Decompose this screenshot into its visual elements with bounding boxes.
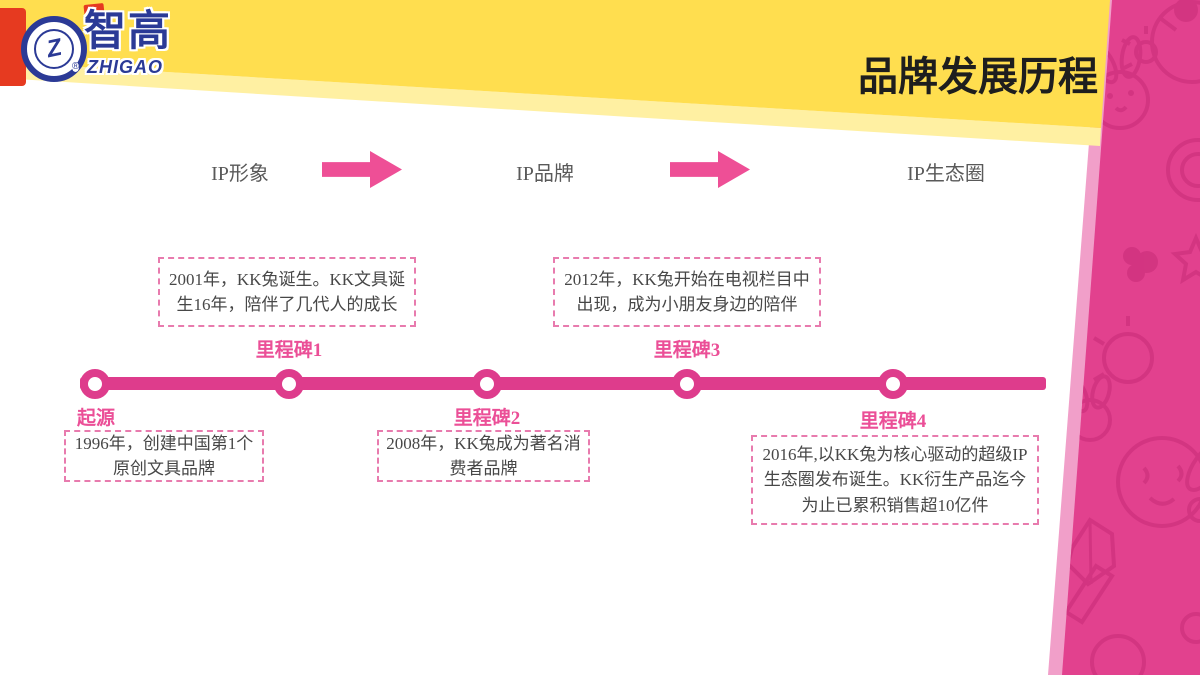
timeline-label-milestone2: 里程碑2: [453, 408, 521, 429]
timeline-desc-milestone1: 2001年，KK兔诞生。KK文具诞生16年，陪伴了几代人的成长: [158, 257, 416, 327]
desc-text: 2016年,以KK兔为核心驱动的超级IP生态圈发布诞生。KK衍生产品迄今为止已累…: [762, 444, 1028, 515]
timeline-label-milestone4: 里程碑4: [859, 411, 927, 432]
timeline-node-origin: [80, 369, 110, 399]
banner-underlay: [0, 62, 1101, 146]
page-title: 品牌发展历程: [858, 55, 1098, 99]
band-edge-strip: [1048, 0, 1114, 675]
timeline-label-milestone3: 里程碑3: [653, 340, 721, 361]
timeline-desc-milestone3: 2012年，KK兔开始在电视栏目中出现，成为小朋友身边的陪伴: [553, 257, 821, 327]
logo-z-letter: Z: [43, 33, 64, 64]
timeline-label-origin: 起源: [76, 408, 115, 429]
desc-text: 2008年，KK兔成为著名消费者品牌: [386, 433, 581, 479]
flow-stage-ip-brand: IP品牌: [516, 163, 574, 185]
brand-name-latin: ZHIGAO: [87, 57, 163, 77]
paw-circle-icon: [1180, 612, 1200, 644]
donut-icon: [1166, 138, 1200, 202]
desc-text: 2001年，KK兔诞生。KK文具诞生16年，陪伴了几代人的成长: [168, 269, 406, 315]
logo-z-emblem-inner-ring: Z: [34, 29, 74, 69]
timeline-node-milestone2: [472, 369, 502, 399]
big-bunny-icon: [1116, 436, 1200, 528]
timeline-bar: [80, 377, 1046, 390]
brand-name-cn: 智高: [84, 7, 173, 54]
yellow-banner: [0, 0, 1110, 128]
brand-logo: Z ® 智高 ZHIGAO: [0, 0, 220, 100]
timeline-node-milestone3: [672, 369, 702, 399]
registered-mark: ®: [72, 61, 80, 72]
bottom-circle-icon: [1090, 634, 1146, 675]
cloud-blob-icon: [1123, 247, 1158, 282]
logo-z-emblem-icon: Z: [21, 16, 87, 82]
timeline-desc-origin: 1996年，创建中国第1个原创文具品牌: [64, 430, 264, 482]
pink-side-band: [1062, 0, 1200, 675]
timeline-desc-milestone4: 2016年,以KK兔为核心驱动的超级IP生态圈发布诞生。KK衍生产品迄今为止已累…: [751, 435, 1039, 525]
pencil-icon: [1063, 563, 1115, 625]
timeline-node-milestone4: [878, 369, 908, 399]
timeline-desc-milestone2: 2008年，KK兔成为著名消费者品牌: [377, 430, 590, 482]
timeline-label-milestone1: 里程碑1: [255, 340, 323, 361]
flow-stage-ip-image: IP形象: [211, 163, 269, 185]
timeline-node-milestone1: [274, 369, 304, 399]
desc-text: 1996年，创建中国第1个原创文具品牌: [74, 433, 254, 479]
flow-stage-ip-ecosystem: IP生态圈: [907, 163, 985, 185]
desc-text: 2012年，KK兔开始在电视栏目中出现，成为小朋友身边的陪伴: [564, 269, 810, 315]
star-burst-icon: [1170, 232, 1200, 285]
